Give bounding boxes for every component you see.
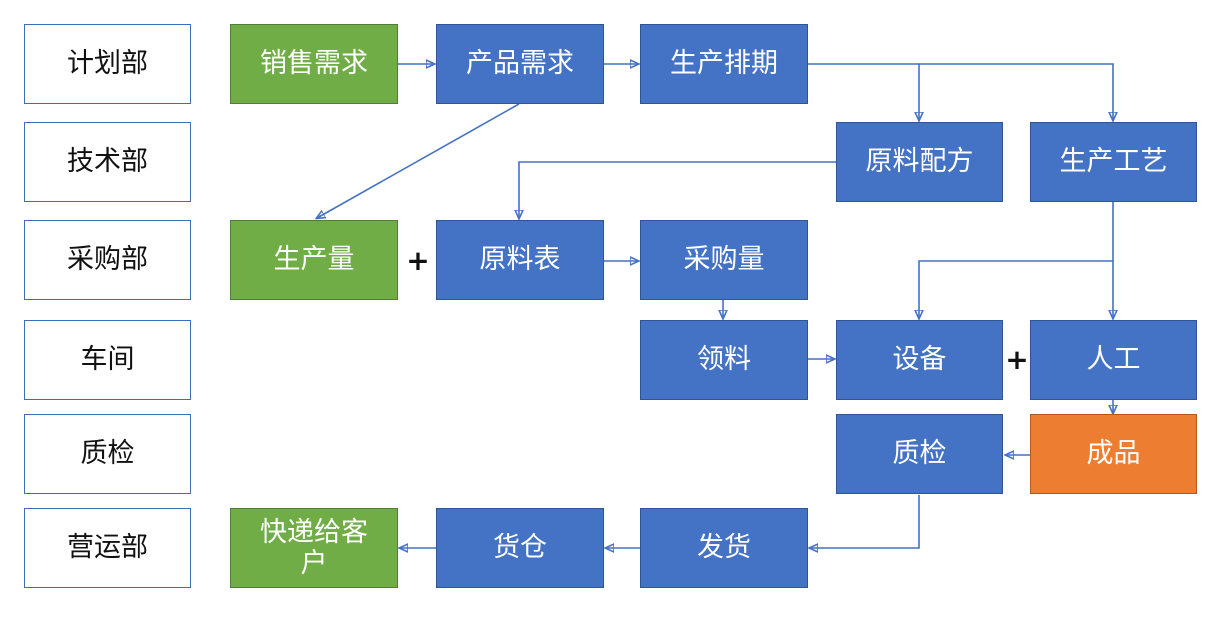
arrow-process-to-equipment — [919, 202, 1114, 318]
node-production-schedule: 生产排期 — [640, 24, 808, 104]
node-warehouse: 货仓 — [436, 508, 604, 588]
dept-operations: 营运部 — [24, 508, 191, 588]
node-equipment: 设备 — [836, 320, 1003, 400]
node-material-list: 原料表 — [436, 220, 604, 300]
arrow-formula-to-materiallist — [519, 161, 836, 218]
dept-workshop: 车间 — [24, 320, 191, 400]
node-product-demand: 产品需求 — [436, 24, 604, 104]
dept-technology: 技术部 — [24, 122, 191, 202]
node-production-process: 生产工艺 — [1030, 122, 1197, 202]
node-shipping: 发货 — [640, 508, 808, 588]
dept-purchasing: 采购部 — [24, 220, 191, 300]
arrow-schedule-to-process — [919, 63, 1113, 120]
node-material-formula: 原料配方 — [836, 122, 1003, 202]
node-material-requisition: 领料 — [640, 320, 808, 400]
node-finished-product: 成品 — [1030, 414, 1197, 494]
arrow-qc-to-shipping — [810, 495, 920, 548]
dept-quality: 质检 — [24, 414, 191, 494]
node-production-volume: 生产量 — [230, 220, 398, 300]
plus-operator: + — [406, 244, 430, 277]
node-sales-demand: 销售需求 — [230, 24, 398, 104]
node-purchase-volume: 采购量 — [640, 220, 808, 300]
node-quality-check: 质检 — [836, 414, 1003, 494]
arrow-product-to-volume — [317, 103, 520, 218]
node-courier-to-customer: 快递给客户 — [230, 508, 398, 588]
dept-planning: 计划部 — [24, 24, 191, 104]
arrow-schedule-to-formula — [808, 63, 919, 120]
node-labor: 人工 — [1030, 320, 1197, 400]
plus-operator: + — [1005, 343, 1029, 376]
